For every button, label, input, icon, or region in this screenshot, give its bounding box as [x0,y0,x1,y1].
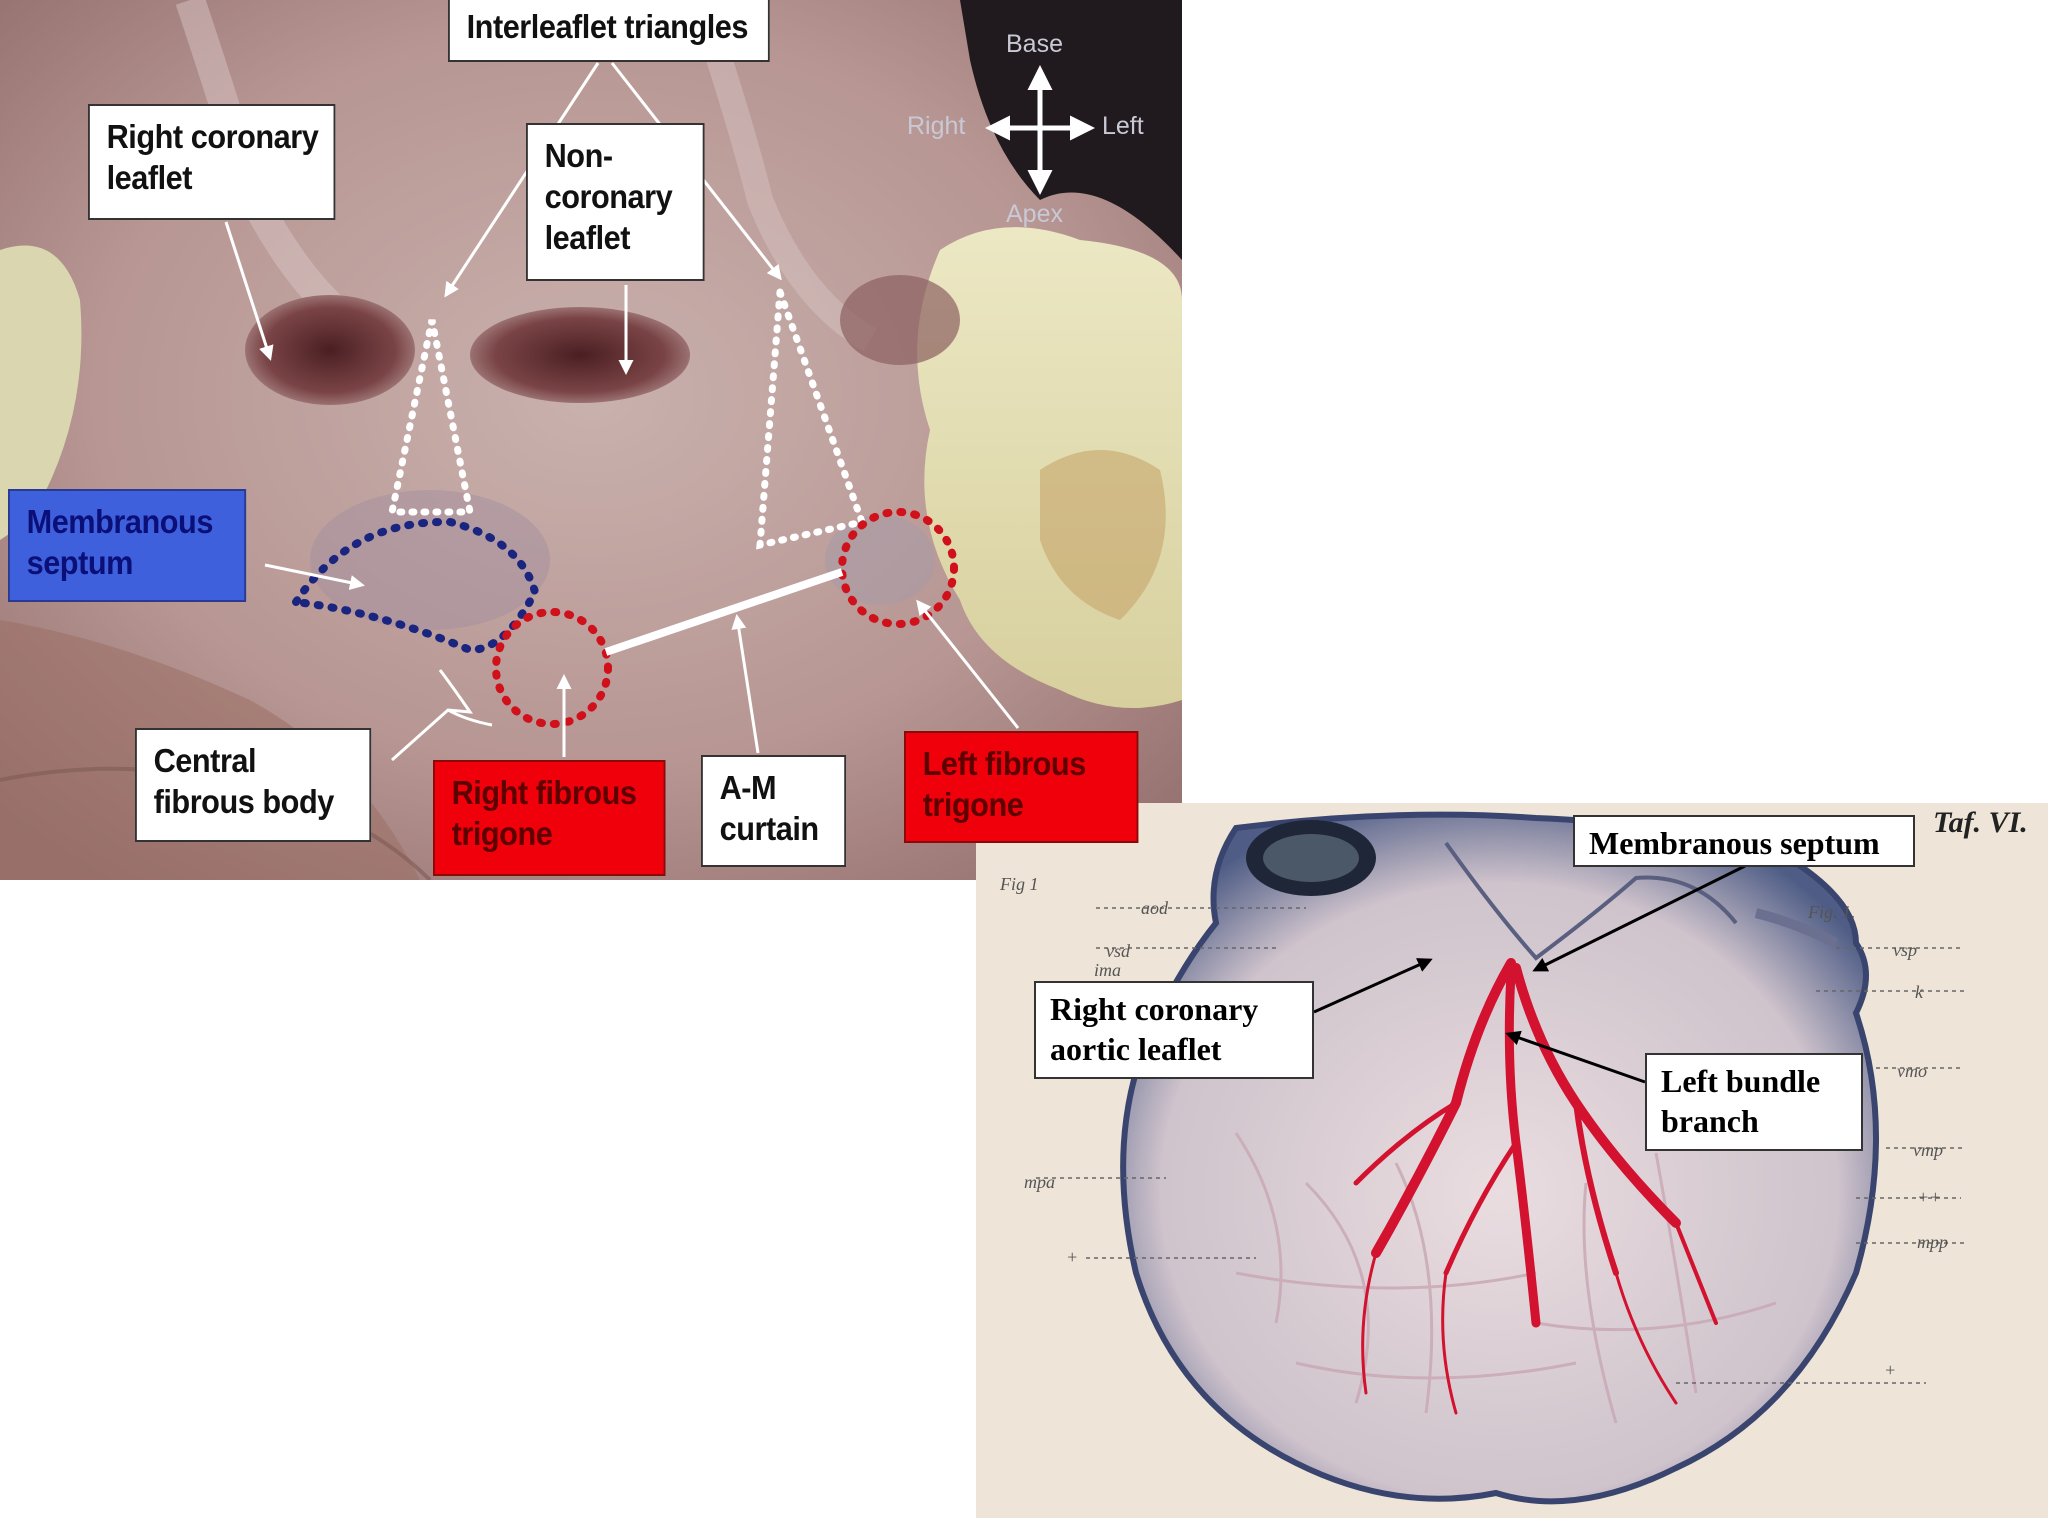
label-line-1: Left fibrous [922,745,1087,782]
side-label-vsp: vsp [1893,940,1917,960]
label-line-2: coronary [544,178,673,215]
label-line-1: A-M [719,769,777,806]
label-line-1: Non- [544,137,613,174]
label-membranous-septum: Membranous septum [8,489,247,602]
label-right-coronary-leaflet: Right coronary leaflet [88,104,336,220]
label-line-2: fibrous body [153,783,335,820]
label-interleaflet-triangles: Interleaflet triangles [448,0,770,62]
label-text: Interleaflet triangles [466,8,749,45]
heart-illustration [976,803,2048,1518]
side-label-aod: aod [1141,898,1168,918]
side-label-plus-bottom: + [1884,1360,1897,1380]
label-left-fibrous-trigone: Left fibrous trigone [904,731,1139,843]
orientation-right: Right [907,112,966,140]
bundle-branch-drawing [1353,958,1718,1415]
label-line-1: Left bundle [1661,1063,1821,1099]
label-line-1: Central [153,742,257,779]
side-label-vsd: vsd [1106,941,1130,961]
orientation-base: Base [1006,30,1063,58]
side-label-vmo: vmo [1897,1061,1927,1081]
side-label-mpa: mpa [1024,1172,1055,1192]
label-am-curtain: A-M curtain [701,755,847,867]
side-label-mpp: mpp [1917,1232,1948,1252]
label-left-bundle-branch: Left bundle branch [1645,1053,1863,1151]
side-label-vmp: vmp [1913,1140,1943,1160]
fig-label-top-left: Fig 1 [1000,874,1039,894]
label-line-3: leaflet [544,219,631,256]
label-text: Membranous septum [1589,825,1880,861]
label-line-2: curtain [719,810,820,847]
label-membranous-septum-illustration: Membranous septum [1573,815,1915,867]
illustration-art [976,803,2048,1518]
label-right-fibrous-trigone: Right fibrous trigone [433,760,666,876]
label-non-coronary-leaflet: Non- coronary leaflet [526,123,705,281]
side-label-k: k [1915,982,1923,1002]
label-line-2: trigone [922,786,1024,823]
side-label-ima: ima [1094,960,1121,980]
orientation-left: Left [1102,112,1144,140]
label-line-2: branch [1661,1103,1759,1139]
side-label-double-plus: ++ [1917,1187,1942,1207]
fig-label-top-right: Fig. 1. [1808,902,1856,922]
label-line-2: aortic leaflet [1050,1031,1222,1067]
label-line-1: Membranous [26,503,214,540]
label-right-coronary-aortic-leaflet: Right coronary aortic leaflet [1034,981,1314,1079]
label-line-2: trigone [451,815,553,852]
label-line-1: Right coronary [106,118,319,155]
label-line-1: Right coronary [1050,991,1259,1027]
label-central-fibrous-body: Central fibrous body [135,728,372,842]
plate-number: Taf. VI. [1933,806,2028,839]
label-line-2: leaflet [106,159,193,196]
side-label-plus-left: + [1066,1247,1079,1267]
orientation-apex: Apex [1006,200,1063,228]
label-line-1: Right fibrous [451,774,637,811]
label-line-2: septum [26,544,134,581]
